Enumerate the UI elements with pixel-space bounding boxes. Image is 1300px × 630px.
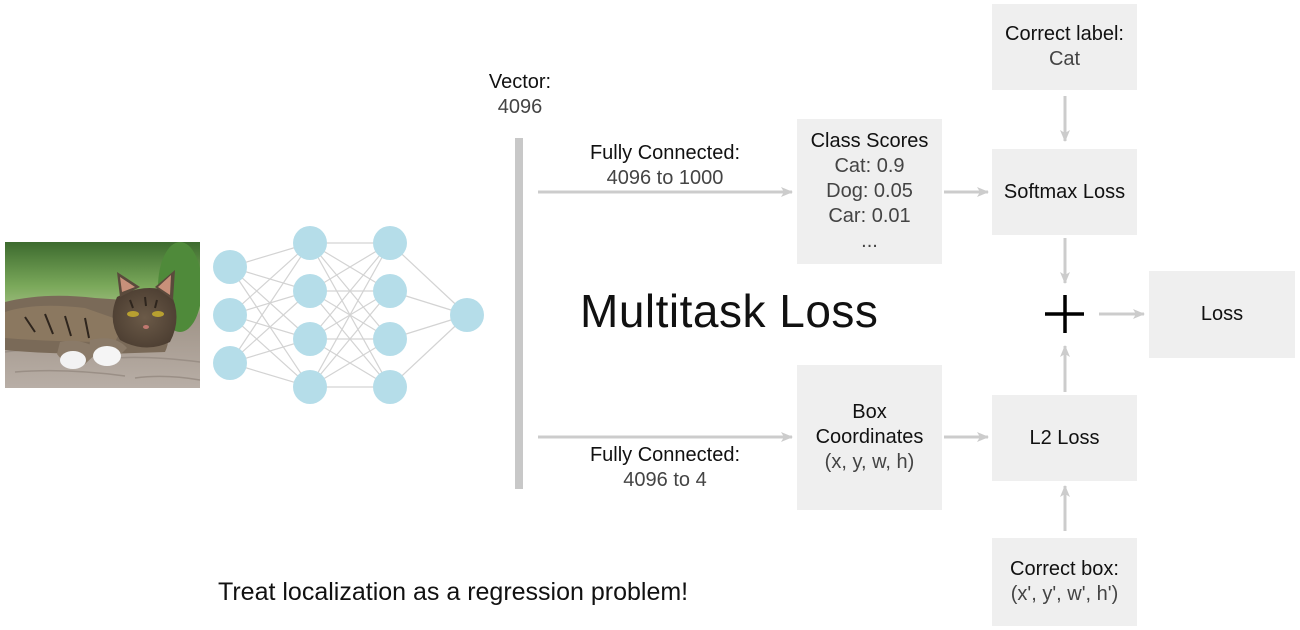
fc-top-label: Fully Connected:: [589, 142, 741, 164]
class-scores-title: Class Scores: [810, 130, 929, 152]
loss-box: Loss: [1149, 271, 1295, 358]
l2-loss-box: L2 Loss: [992, 395, 1137, 481]
vector-bar: [515, 138, 523, 489]
correct-label-value: Cat: [1048, 48, 1081, 70]
plus-icon: [1045, 295, 1084, 333]
nn-node-layer-3: [450, 298, 484, 332]
fc-top-value: 4096 to 1000: [606, 167, 724, 189]
nn-edge: [309, 242, 391, 388]
box-coords-line1: Box: [852, 401, 887, 423]
nn-node-layer-2: [373, 322, 407, 356]
box-coords-line2: Coordinates: [815, 426, 924, 448]
nn-node-layer-0: [213, 346, 247, 380]
nn-edge: [309, 290, 391, 388]
softmax-loss-box: Softmax Loss: [992, 149, 1137, 235]
vector-value: 4096: [497, 96, 543, 118]
correct-box-value: (x', y', w', h'): [1010, 583, 1119, 605]
diagram-title: Multitask Loss: [580, 285, 879, 337]
vector-label: Vector:: [488, 71, 552, 93]
nn-edge: [389, 314, 468, 388]
fc-bottom-label-group: Fully Connected: 4096 to 4: [560, 443, 770, 493]
class-score-item: Dog: 0.05: [826, 180, 913, 202]
fc-top-label-group: Fully Connected: 4096 to 1000: [560, 141, 770, 191]
nn-node-layer-2: [373, 226, 407, 260]
correct-label-title: Correct label:: [1005, 23, 1124, 45]
nn-edge: [389, 242, 468, 316]
loss-label: Loss: [1200, 303, 1244, 325]
correct-label-box: Correct label: Cat: [992, 4, 1137, 90]
nn-node-layer-1: [293, 322, 327, 356]
nn-node-layer-2: [373, 370, 407, 404]
nn-node-layer-1: [293, 370, 327, 404]
class-score-item: Cat: 0.9: [834, 155, 905, 177]
nn-node-layer-1: [293, 226, 327, 260]
class-scores-box: Class Scores Cat: 0.9 Dog: 0.05 Car: 0.0…: [797, 119, 942, 264]
class-score-item: ...: [861, 230, 878, 252]
box-coordinates-box: Box Coordinates (x, y, w, h): [797, 365, 942, 510]
softmax-loss-label: Softmax Loss: [1003, 180, 1126, 203]
nn-edge: [229, 242, 311, 316]
vector-label-group: Vector: 4096: [470, 70, 570, 120]
nn-node-layer-2: [373, 274, 407, 308]
fc-bottom-value: 4096 to 4: [623, 469, 707, 491]
diagram-caption: Treat localization as a regression probl…: [218, 578, 689, 606]
nn-node-layer-0: [213, 298, 247, 332]
correct-box-box: Correct box: (x', y', w', h'): [992, 538, 1137, 626]
l2-loss-label: L2 Loss: [1029, 426, 1100, 449]
box-coords-line3: (x, y, w, h): [824, 451, 915, 473]
nn-edge: [309, 242, 391, 340]
fc-bottom-label: Fully Connected:: [589, 444, 741, 466]
nn-edge: [229, 242, 311, 364]
cat-photo: [5, 242, 200, 388]
class-score-item: Car: 0.01: [828, 205, 911, 227]
nn-edge: [229, 290, 311, 364]
correct-box-title: Correct box:: [1010, 558, 1119, 580]
nn-node-layer-0: [213, 250, 247, 284]
nn-node-layer-1: [293, 274, 327, 308]
cat-image-icon: [5, 242, 200, 388]
